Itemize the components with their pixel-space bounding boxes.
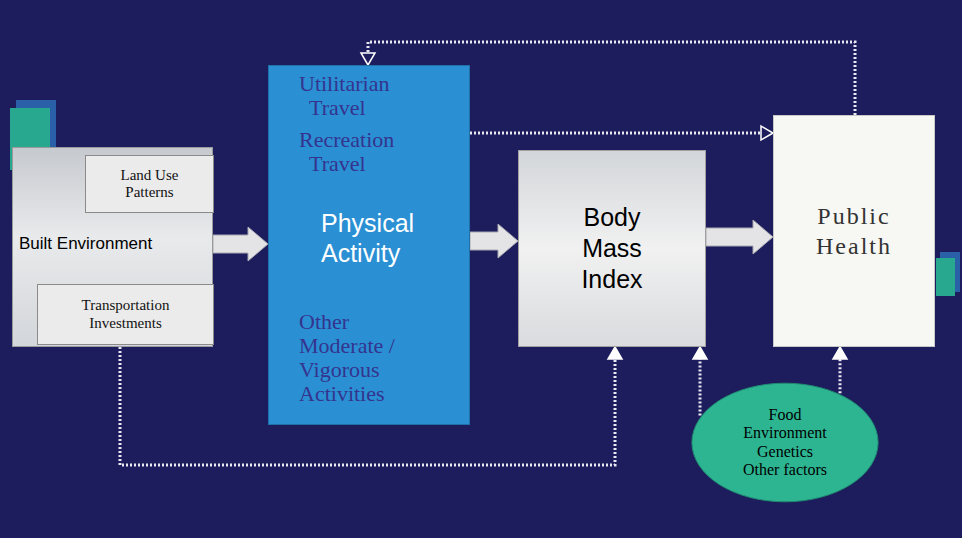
box-heading: Physical Activity <box>321 208 446 268</box>
box-heading: Body Mass Index <box>572 202 652 296</box>
block-arrow <box>213 227 268 261</box>
body-mass-index-box: Body Mass Index <box>518 150 706 347</box>
box-heading: Public Health <box>799 201 909 261</box>
activity-item: Other Moderate / Vigorous Activities <box>299 310 417 406</box>
text-holder: Utilitarian Travel <box>299 72 449 120</box>
dotted-line <box>699 359 702 415</box>
dotted-arrow <box>470 126 773 140</box>
land-use-box: Land Use Patterns <box>85 155 214 213</box>
text-holder: Built Environment <box>19 234 152 254</box>
activity-item: Recreation Travel <box>299 128 449 176</box>
physical-activity-box: Utilitarian TravelRecreation TravelPhysi… <box>268 65 470 425</box>
box-label: Land Use Patterns <box>110 167 190 202</box>
transportation-box: Transportation Investments <box>37 284 214 345</box>
block-arrow <box>706 220 773 254</box>
public-health-box: Public Health <box>773 115 935 347</box>
ellipse-shape <box>692 383 878 502</box>
arrow-head <box>693 347 707 359</box>
box-heading: Built Environment <box>19 234 152 254</box>
block-arrow <box>470 224 518 258</box>
activity-item: Utilitarian Travel <box>299 72 449 120</box>
factors-ellipse: Food Environment Genetics Other factors <box>690 382 880 503</box>
factor-list: Food Environment Genetics Other factors <box>740 406 830 480</box>
block-arrow-shape <box>213 227 268 261</box>
built-environment-box: Built Environment Land Use PatternsTransp… <box>12 147 213 347</box>
arrow-head <box>833 347 847 359</box>
text-holder: Physical Activity <box>321 208 446 268</box>
dotted-line <box>470 132 761 135</box>
arrow-head <box>761 126 773 140</box>
dotted-line <box>839 359 842 393</box>
block-arrow-shape <box>470 224 518 258</box>
dotted-arrow <box>833 347 847 393</box>
text-holder: Other Moderate / Vigorous Activities <box>299 310 417 406</box>
dotted-arrow <box>693 347 707 415</box>
text-holder: Recreation Travel <box>299 128 449 176</box>
block-arrow-shape <box>706 220 773 254</box>
corner-square <box>936 258 955 296</box>
arrow-head <box>361 53 375 65</box>
arrow-head <box>608 347 622 359</box>
box-label: Transportation Investments <box>74 297 178 332</box>
